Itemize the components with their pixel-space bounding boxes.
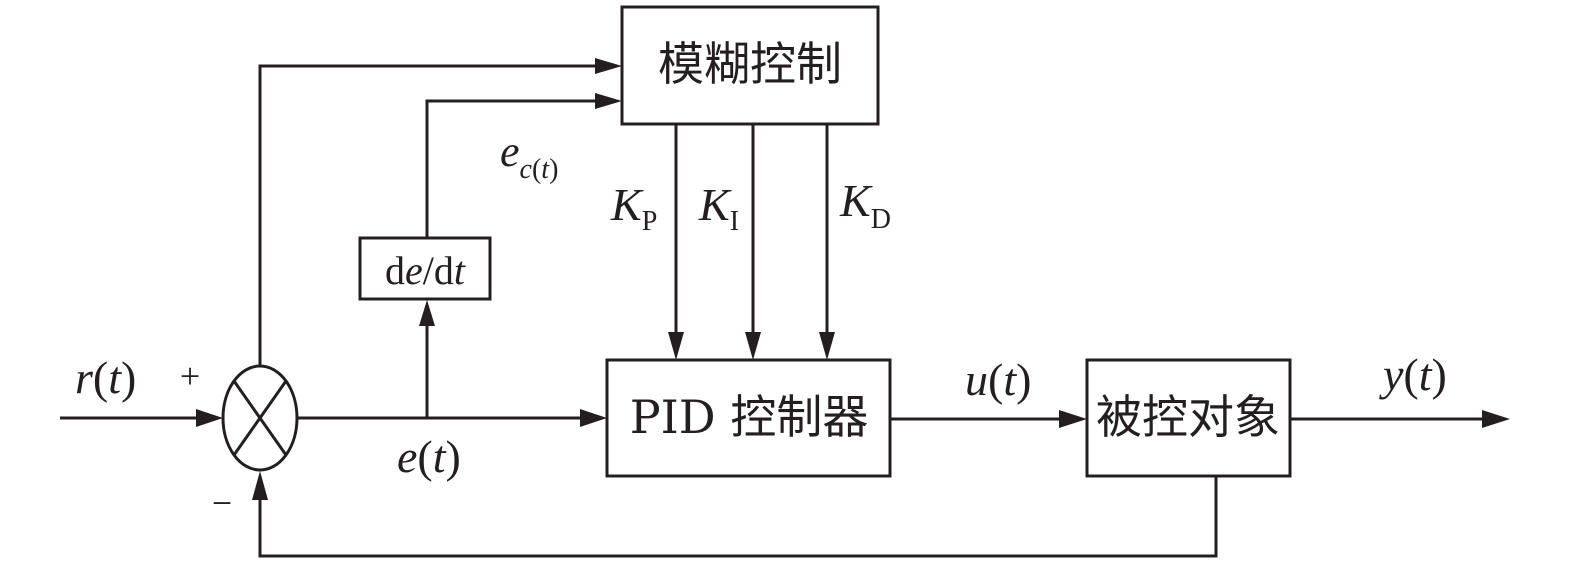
plant-block bbox=[1085, 358, 1292, 478]
error-to-fuzzy-arrow-head bbox=[595, 58, 622, 74]
feedback-line bbox=[258, 476, 1218, 558]
plus-sign: + bbox=[180, 356, 200, 396]
kd-label: KD bbox=[839, 175, 891, 235]
output-label: y(t) bbox=[1379, 349, 1447, 400]
output-arrow-head bbox=[1482, 410, 1510, 428]
error-arrow-head bbox=[580, 409, 607, 427]
kd-arrow-head bbox=[819, 332, 835, 360]
derivative-label: de/dt bbox=[385, 248, 466, 293]
summing-junction-cross-b bbox=[232, 380, 288, 456]
ki-label: KI bbox=[698, 179, 739, 237]
control-arrow-head bbox=[1059, 410, 1087, 428]
ki-arrow-head bbox=[745, 332, 761, 360]
error-label: e(t) bbox=[397, 431, 461, 482]
kp-arrow-head bbox=[668, 332, 684, 360]
kp-label: KP bbox=[610, 179, 657, 237]
error-to-fuzzy-line bbox=[258, 64, 605, 366]
pid-controller-block bbox=[605, 358, 892, 478]
fuzzy-control-block bbox=[620, 5, 880, 126]
pid-controller-label: PID 控制器 bbox=[630, 390, 869, 444]
input-arrow-head bbox=[196, 409, 223, 427]
summing-junction bbox=[221, 364, 299, 472]
derivative-arrow-head bbox=[419, 300, 435, 326]
input-label: r(t) bbox=[75, 352, 136, 403]
plant-label: 被控对象 bbox=[1096, 390, 1280, 444]
derivative-block bbox=[358, 236, 492, 301]
minus-sign: − bbox=[212, 483, 232, 523]
feedback-arrow-head bbox=[252, 471, 268, 500]
fuzzy-control-label: 模糊控制 bbox=[658, 37, 842, 91]
error-change-line bbox=[425, 99, 605, 238]
error-change-label: ec(t) bbox=[500, 127, 558, 185]
control-label: u(t) bbox=[965, 354, 1031, 405]
error-change-arrow-head bbox=[595, 93, 622, 109]
